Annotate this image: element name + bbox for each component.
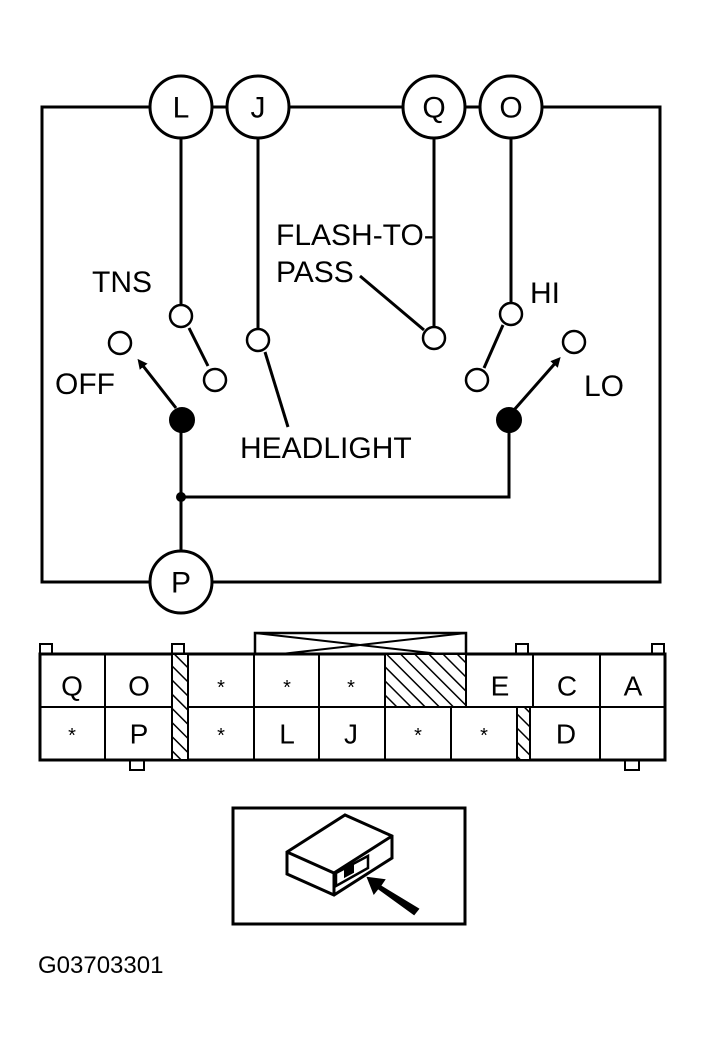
locator-arrow-icon <box>366 876 420 916</box>
hi-label: HI <box>530 277 560 310</box>
pin-label: D <box>556 719 576 750</box>
pin-label: J <box>344 719 358 750</box>
flash-to-pass-label-line2: PASS <box>276 256 354 289</box>
flash-to-pass-contact <box>421 325 447 351</box>
pin-label: * <box>347 677 355 699</box>
pin-label: * <box>217 725 225 747</box>
terminal-l: L <box>148 74 214 140</box>
hi-lower-contact <box>464 367 490 393</box>
figure-id: G03703301 <box>38 952 163 979</box>
pin-label: A <box>624 671 643 702</box>
headlight-leader-line <box>263 351 290 428</box>
pin-label: * <box>68 725 76 747</box>
pin-label: * <box>480 725 488 747</box>
tns-label: TNS <box>92 266 152 299</box>
pin-label: E <box>491 671 510 702</box>
headlight-label: HEADLIGHT <box>240 432 412 465</box>
headlight-contact <box>245 327 271 353</box>
flash-to-pass-leader-line <box>359 274 425 332</box>
terminal-q-label: Q <box>422 92 445 125</box>
lighting-switch <box>107 303 271 433</box>
off-label: OFF <box>55 368 115 401</box>
connector-locator-inset <box>231 806 467 926</box>
hi-contact <box>498 301 524 327</box>
connector-body-icon <box>285 813 394 897</box>
terminal-o: O <box>478 74 544 140</box>
schematic-frame <box>40 105 662 584</box>
pin-label: Q <box>61 671 83 702</box>
internal-wiring <box>176 138 513 551</box>
terminal-o-label: O <box>499 92 522 125</box>
pin-label: * <box>217 677 225 699</box>
tns-contact <box>168 303 194 329</box>
terminal-j-label: J <box>251 92 266 125</box>
off-contact <box>107 330 133 356</box>
dimmer-switch <box>421 301 587 433</box>
terminal-q: Q <box>401 74 467 140</box>
pin-label: * <box>414 725 422 747</box>
pin-label: C <box>557 671 577 702</box>
lo-contact <box>561 329 587 355</box>
dimmer-switch-pivot <box>496 407 522 433</box>
tns-lower-contact <box>202 367 228 393</box>
terminal-p-label: P <box>171 567 191 600</box>
terminal-j: J <box>225 74 291 140</box>
pin-label: L <box>279 719 295 750</box>
connector-face: Q O * * * E C A * P * L J * * D <box>38 631 667 771</box>
pin-label: P <box>130 719 149 750</box>
pin-label: * <box>283 677 291 699</box>
lo-label: LO <box>584 370 624 403</box>
flash-to-pass-label-line1: FLASH-TO- <box>276 219 434 252</box>
pin-label: O <box>128 671 150 702</box>
terminal-p: P <box>148 549 214 615</box>
terminal-l-label: L <box>173 92 190 125</box>
lighting-switch-pivot <box>169 407 195 433</box>
